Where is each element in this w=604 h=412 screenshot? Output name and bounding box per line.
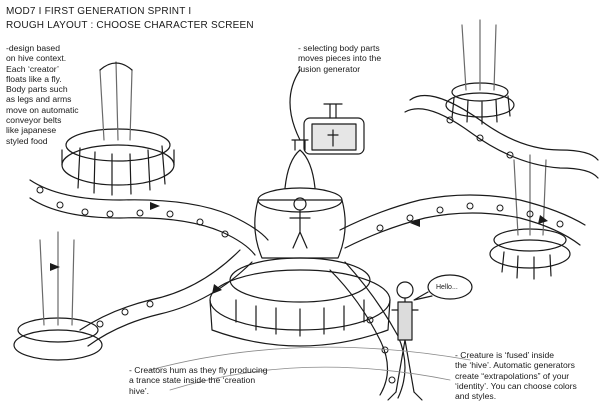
- belt-rivets: [37, 117, 563, 383]
- creature-fused-note: - Creature is ‘fused’ inside the ‘hive’.…: [455, 350, 604, 401]
- sprint-title: MOD7 I FIRST GENERATION SPRINT I: [6, 6, 191, 17]
- fusion-generator: [210, 140, 390, 346]
- hive-platform-bottom-left: [14, 232, 102, 360]
- layout-subtitle: ROUGH LAYOUT : CHOOSE CHARACTER SCREEN: [6, 20, 254, 31]
- creators-hum-note: - Creators hum as they fly producing a t…: [129, 365, 359, 396]
- creature-figure: [290, 198, 310, 248]
- selection-monitor: [304, 104, 364, 154]
- hive-platform-top-right: [446, 20, 514, 124]
- selecting-body-parts-note: - selecting body parts moves pieces into…: [298, 43, 418, 74]
- direction-arrows: [50, 202, 548, 294]
- speech-bubble-text: Hello...: [436, 284, 458, 291]
- design-note: -design based on hive context. Each ‘cre…: [6, 43, 126, 146]
